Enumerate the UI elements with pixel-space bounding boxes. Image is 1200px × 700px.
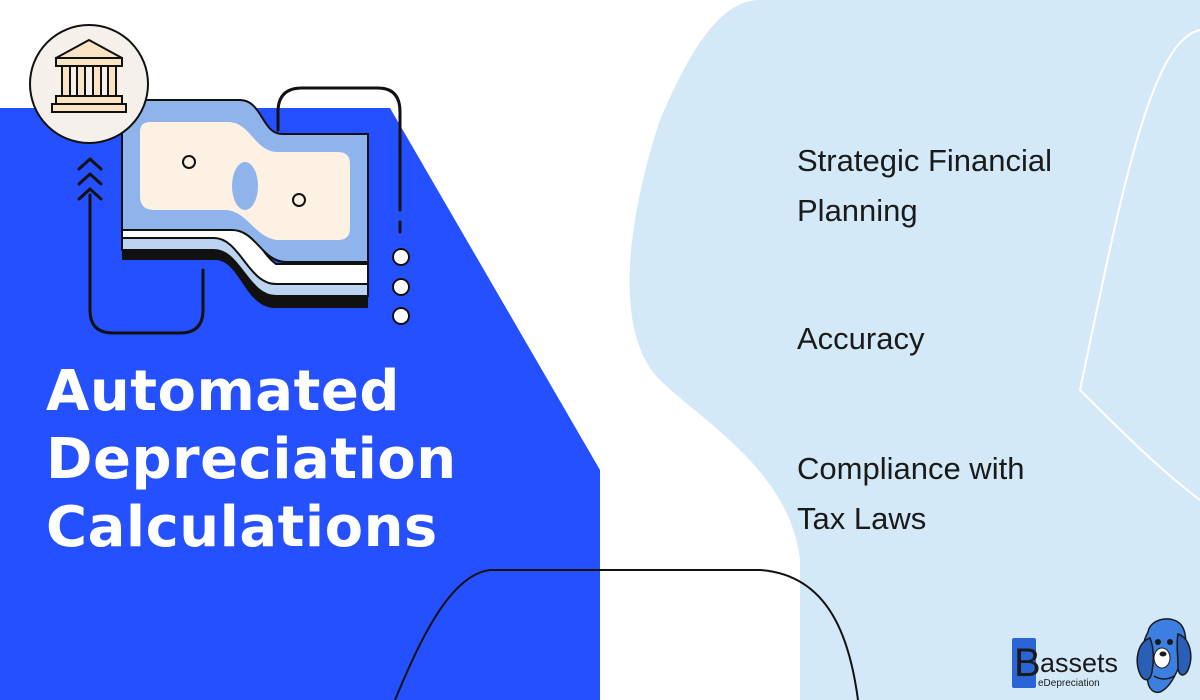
logo-name: assets xyxy=(1040,648,1119,678)
benefit-line: Accuracy xyxy=(797,321,925,356)
up-arrows-icon xyxy=(77,157,205,335)
benefit-line: Tax Laws xyxy=(797,501,927,536)
title-line: Depreciation xyxy=(46,427,457,492)
logo-initial: B xyxy=(1014,641,1041,685)
benefit-line: Strategic Financial xyxy=(797,143,1053,178)
benefit-line: Compliance with xyxy=(797,451,1025,486)
dots-decoration xyxy=(392,248,410,325)
logo-initial-box xyxy=(1012,638,1036,688)
money-bill-icon xyxy=(121,99,369,308)
benefit-line: Planning xyxy=(797,193,918,228)
bank-icon xyxy=(29,24,149,144)
brand-logo: B assets eDepreciation xyxy=(1010,612,1195,696)
connector-line xyxy=(276,86,402,234)
benefit-item: Accuracy xyxy=(797,314,1177,364)
benefit-item: Compliance with Tax Laws xyxy=(797,444,1177,544)
logo-tagline: eDepreciation xyxy=(1038,678,1100,689)
basset-dog-icon xyxy=(1136,618,1192,694)
decorative-outline-right xyxy=(1078,29,1200,501)
title-line: Calculations xyxy=(46,495,438,560)
decorative-outline-bottom xyxy=(394,569,859,700)
title-line: Automated xyxy=(46,359,400,424)
page-title: Automated Depreciation Calculations xyxy=(46,358,566,562)
light-blue-panel xyxy=(629,0,1200,700)
benefit-item: Strategic Financial Planning xyxy=(797,136,1177,236)
